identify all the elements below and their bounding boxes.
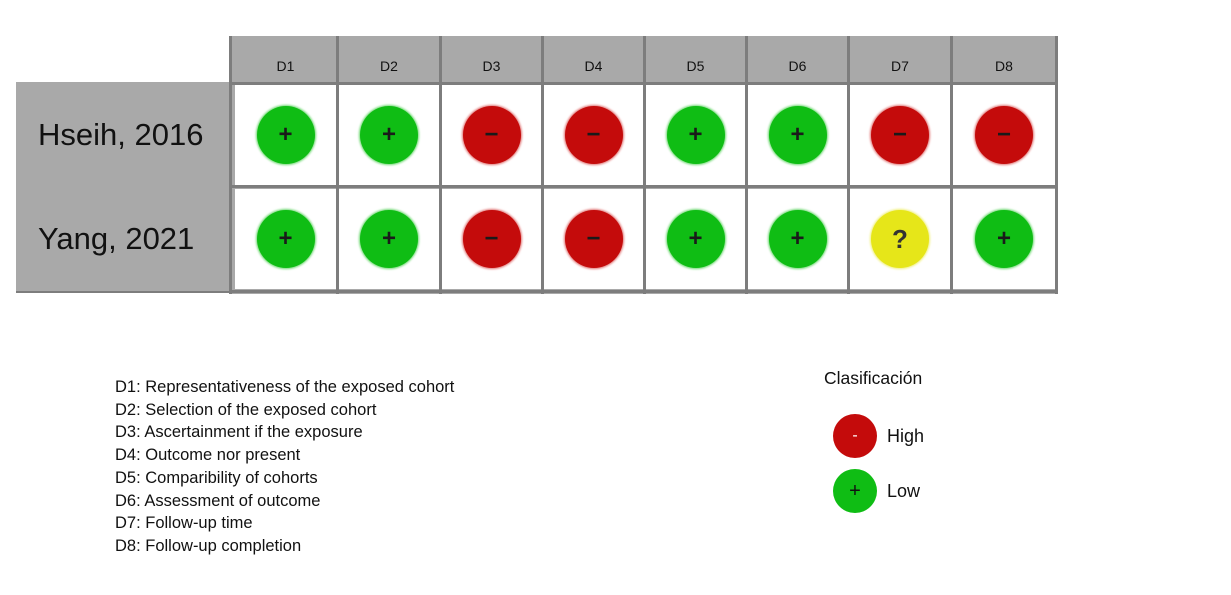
rating-cell: +	[748, 189, 847, 289]
rating-cell: +	[646, 189, 745, 289]
low-risk-icon: +	[256, 210, 315, 268]
definition-d5: D5: Comparibility of cohorts	[115, 468, 318, 487]
column-header-d5: D5	[646, 36, 745, 82]
legend-label-low: Low	[887, 480, 921, 501]
rating-cell: +	[339, 189, 439, 289]
definition-d7: D7: Follow-up time	[115, 514, 253, 533]
column-header-d4: D4	[544, 36, 643, 82]
rating-cell: −	[953, 85, 1055, 185]
column-divider	[643, 36, 646, 294]
study-label: Hseih, 2016	[16, 82, 229, 187]
column-divider	[336, 36, 339, 294]
low-risk-icon: +	[666, 210, 725, 268]
column-divider	[439, 36, 442, 294]
low-risk-icon: +	[360, 210, 418, 268]
rating-cell: −	[442, 189, 541, 289]
high-risk-icon: -	[833, 414, 877, 458]
column-divider	[847, 36, 850, 294]
definition-d8: D8: Follow-up completion	[115, 536, 302, 555]
column-header-d8: D8	[953, 36, 1055, 82]
rating-cell: −	[850, 85, 950, 185]
domain-definitions: D1: Representativeness of the exposed co…	[115, 376, 454, 558]
study-label: Yang, 2021	[16, 186, 229, 291]
high-risk-icon: −	[462, 106, 521, 164]
definition-d3: D3: Ascertainment if the exposure	[115, 423, 363, 442]
low-risk-icon: +	[768, 106, 827, 164]
high-risk-icon: −	[975, 106, 1033, 164]
high-risk-icon: −	[462, 210, 521, 268]
definition-d4: D4: Outcome nor present	[115, 446, 301, 465]
rating-cell: −	[442, 85, 541, 185]
low-risk-icon: +	[256, 106, 315, 164]
low-risk-icon: +	[666, 106, 725, 164]
rating-cell: +	[646, 85, 745, 185]
column-header-d3: D3	[442, 36, 541, 82]
definition-d6: D6: Assessment of outcome	[115, 491, 321, 510]
rating-cell: +	[339, 85, 439, 185]
legend-title: Clasificación	[824, 368, 923, 388]
rating-cell: −	[544, 189, 643, 289]
rating-cell: ?	[850, 189, 950, 289]
high-risk-icon: −	[564, 210, 623, 268]
column-divider	[541, 36, 544, 294]
low-risk-icon: +	[833, 469, 877, 513]
row-divider	[16, 82, 1058, 85]
legend-item-high: - High	[833, 414, 924, 458]
definition-d2: D2: Selection of the exposed cohort	[115, 400, 377, 419]
column-header-d6: D6	[748, 36, 847, 82]
column-divider	[1055, 36, 1058, 294]
low-risk-icon: +	[768, 210, 827, 268]
rating-cell: +	[235, 189, 336, 289]
column-header-d7: D7	[850, 36, 950, 82]
column-divider	[229, 36, 232, 294]
rating-cell: −	[544, 85, 643, 185]
definition-d1: D1: Representativeness of the exposed co…	[115, 378, 455, 396]
column-divider	[745, 36, 748, 294]
rating-cell: +	[748, 85, 847, 185]
row-divider	[16, 185, 1058, 188]
column-header-d1: D1	[235, 36, 336, 82]
legend-item-low: + Low	[833, 469, 920, 513]
legend-label-high: High	[887, 425, 925, 446]
row-divider	[16, 290, 1058, 293]
unclear-risk-icon: ?	[871, 210, 929, 268]
low-risk-icon: +	[975, 210, 1033, 268]
column-divider	[950, 36, 953, 294]
low-risk-icon: +	[360, 106, 418, 164]
rating-cell: +	[235, 85, 336, 185]
high-risk-icon: −	[564, 106, 623, 164]
column-header-d2: D2	[339, 36, 439, 82]
rating-cell: +	[953, 189, 1055, 289]
high-risk-icon: −	[871, 106, 929, 164]
